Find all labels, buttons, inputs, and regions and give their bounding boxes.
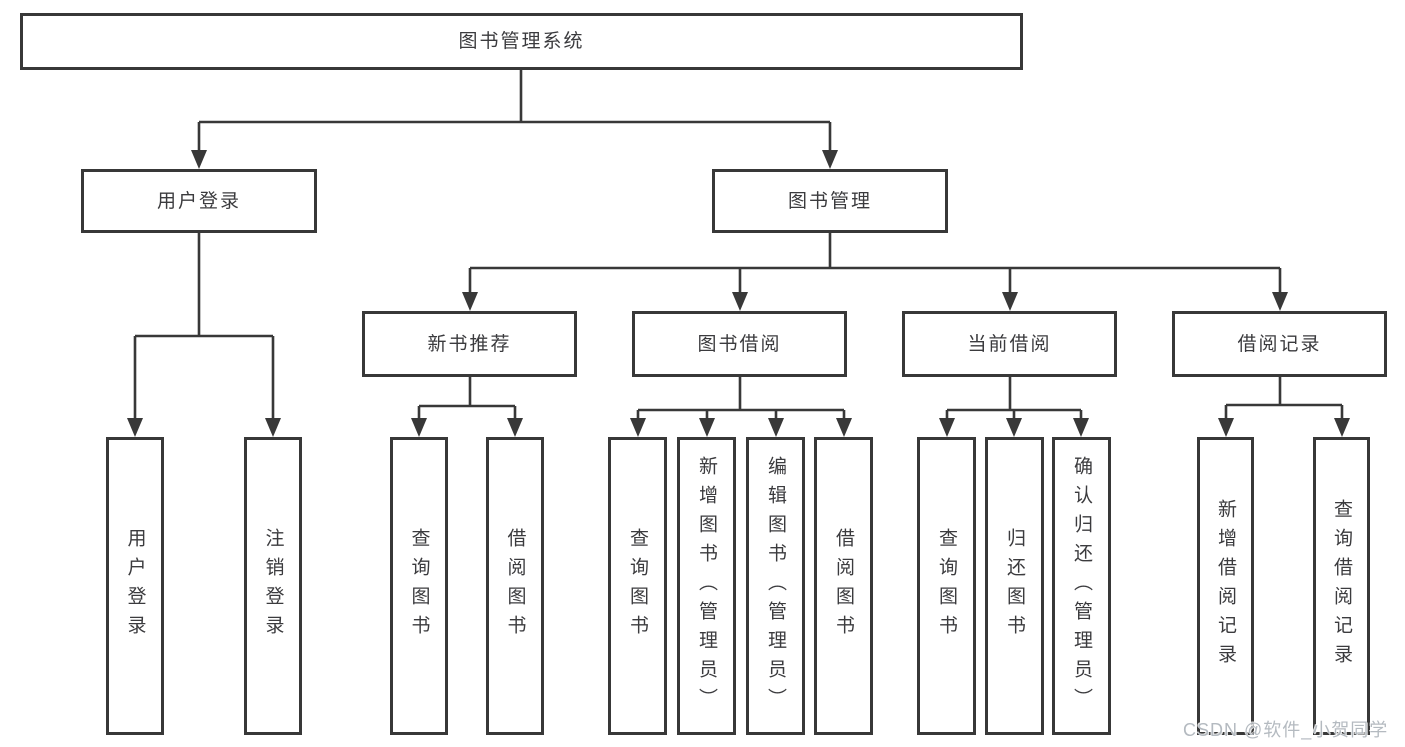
connector-current-borrowing-to-leaves	[939, 377, 1089, 437]
leaf-add-books-admin-label: 新增图书（管理员）	[696, 455, 717, 717]
node-root-label: 图书管理系统	[458, 31, 585, 52]
node-borrowing-records: 借阅记录	[1172, 311, 1387, 377]
connector-borrowing-records-to-leaves	[1218, 377, 1350, 437]
leaf-borrow-books-recommend: 借阅图书	[486, 437, 544, 735]
leaf-confirm-return-admin-label: 确认归还（管理员）	[1071, 455, 1092, 717]
node-current-borrowing: 当前借阅	[902, 311, 1117, 377]
leaf-return-books-label: 归还图书	[1004, 528, 1025, 644]
leaf-query-books-borrowing-label: 查询图书	[627, 528, 648, 644]
leaf-logout: 注销登录	[244, 437, 302, 735]
leaf-query-borrow-record-label: 查询借阅记录	[1331, 499, 1352, 673]
connector-new-book-recommend-to-leaves	[411, 377, 523, 437]
leaf-user-login-label: 用户登录	[124, 528, 146, 644]
node-root: 图书管理系统	[20, 13, 1023, 70]
leaf-borrow-books: 借阅图书	[814, 437, 873, 735]
leaf-return-books: 归还图书	[985, 437, 1044, 735]
node-book-borrowing: 图书借阅	[632, 311, 847, 377]
leaf-edit-books-admin-label: 编辑图书（管理员）	[765, 455, 786, 717]
leaf-add-books-admin: 新增图书（管理员）	[677, 437, 736, 735]
leaf-add-borrow-record-label: 新增借阅记录	[1215, 499, 1236, 673]
leaf-logout-label: 注销登录	[262, 528, 284, 644]
node-current-borrowing-label: 当前借阅	[967, 333, 1052, 355]
leaf-add-borrow-record: 新增借阅记录	[1197, 437, 1254, 735]
node-user-login: 用户登录	[81, 169, 317, 233]
csdn-watermark: CSDN @软件_小贺同学	[1183, 720, 1389, 740]
node-book-management: 图书管理	[712, 169, 948, 233]
leaf-query-borrow-record: 查询借阅记录	[1313, 437, 1370, 735]
node-book-management-label: 图书管理	[787, 190, 872, 212]
leaf-borrow-books-label: 借阅图书	[833, 528, 854, 644]
leaf-confirm-return-admin: 确认归还（管理员）	[1052, 437, 1111, 735]
leaf-query-books-current-label: 查询图书	[936, 528, 957, 644]
leaf-query-books-recommend: 查询图书	[390, 437, 448, 735]
connector-root-to-level2	[191, 70, 838, 169]
node-user-login-label: 用户登录	[156, 190, 241, 212]
leaf-user-login: 用户登录	[106, 437, 164, 735]
node-new-book-recommend-label: 新书推荐	[427, 333, 512, 355]
connector-book-borrowing-to-leaves	[630, 377, 852, 437]
node-borrowing-records-label: 借阅记录	[1237, 333, 1322, 355]
connector-user-login-to-leaves	[127, 233, 281, 437]
connector-book-management-to-level3	[462, 233, 1288, 311]
node-new-book-recommend: 新书推荐	[362, 311, 577, 377]
leaf-query-books-borrowing: 查询图书	[608, 437, 667, 735]
leaf-query-books-current: 查询图书	[917, 437, 976, 735]
leaf-query-books-recommend-label: 查询图书	[408, 528, 430, 644]
leaf-borrow-books-recommend-label: 借阅图书	[504, 528, 526, 644]
node-book-borrowing-label: 图书借阅	[697, 333, 782, 355]
leaf-edit-books-admin: 编辑图书（管理员）	[746, 437, 805, 735]
